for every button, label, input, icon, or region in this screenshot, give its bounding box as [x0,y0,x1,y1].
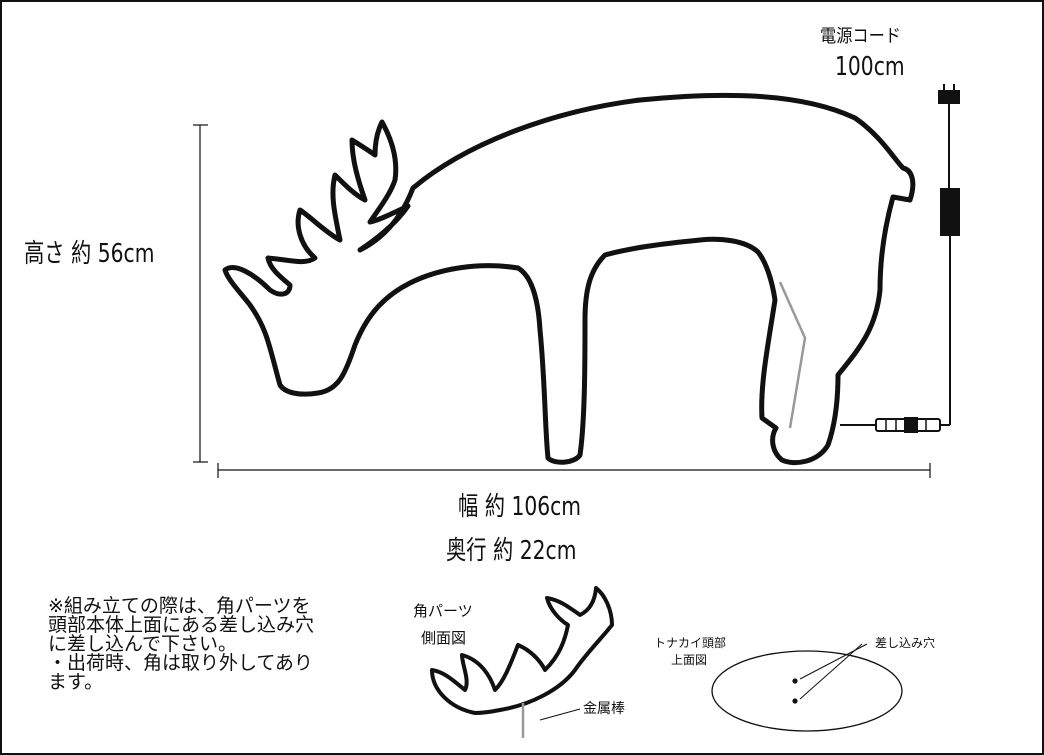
note-line: ※組み立ての際は、角パーツを [48,595,311,617]
note-line: に差し込んで下さい。 [48,633,238,655]
note-line: ます。 [48,671,104,693]
insertion-hole-leader [799,643,863,700]
power-cord-title: 電源コード [820,26,901,47]
insertion-hole-dot [792,698,798,704]
note-line: 頭部本体上面にある差し込み穴 [48,614,315,636]
rear-leg-inner-line [778,281,807,429]
power-cord-length: 100cm [835,52,905,82]
antler-part-outline [430,586,614,715]
head-top-view-ellipse [711,650,903,732]
reindeer-body-outline [222,92,916,466]
insertion-hole-label: 差し込み穴 [875,636,936,650]
metal-rod-label: 金属棒 [583,701,625,717]
width-dimension-line [217,463,931,478]
head-top-view-label: トナカイ頭部 [654,636,727,650]
adapter-box [940,188,960,236]
antler-side-view-label: 角パーツ [413,602,473,620]
insertion-hole-leader [799,643,868,680]
power-cord [840,84,960,433]
width-label: 幅 約 106cm [458,492,582,522]
height-dimension-line [193,124,208,463]
head-top-view-label: 上面図 [671,653,708,667]
antler-side-view-label: 側面図 [421,629,467,647]
assembly-note: ※組み立ての際は、角パーツを 頭部本体上面にある差し込み穴 に差し込んで下さい。… [48,597,378,692]
metal-rod-leader [539,708,581,721]
plug-icon [938,90,960,104]
height-label: 高さ 約 56cm [24,239,155,269]
depth-label: 奥行 約 22cm [446,536,577,566]
insertion-hole-dot [792,678,798,684]
note-line: ・出荷時、角は取り外してあり [48,652,313,674]
